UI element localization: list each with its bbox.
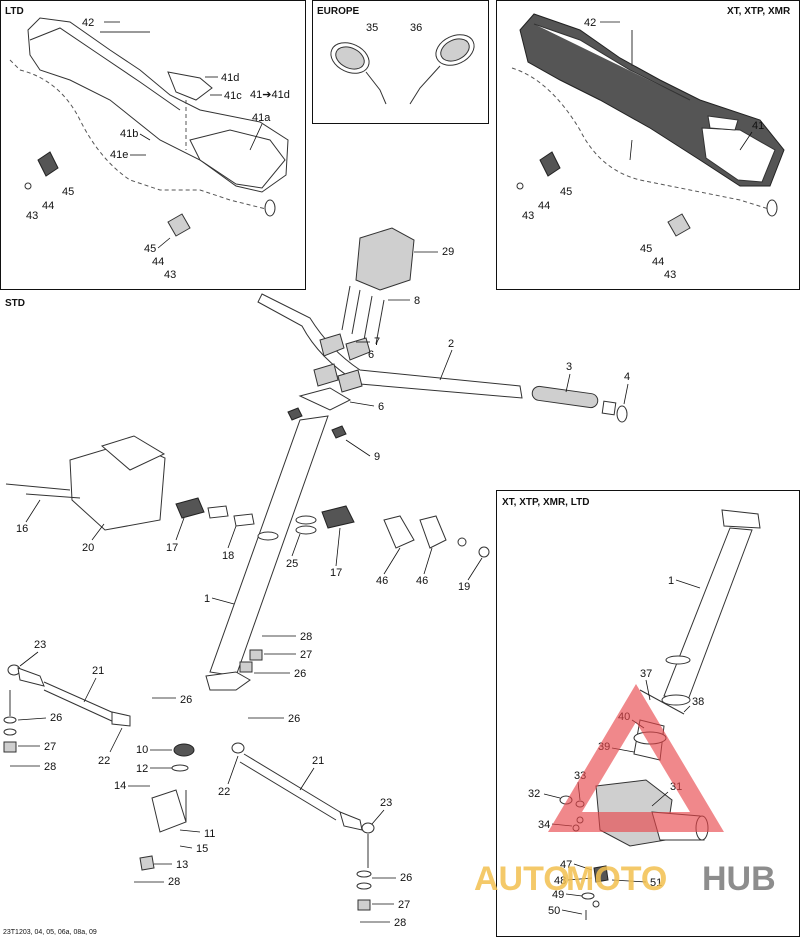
label-41e: 41e xyxy=(110,149,128,161)
xt-top-labels: 42 41 45 44 43 45 44 43 xyxy=(522,17,764,281)
label-27-c: 27 xyxy=(398,899,410,911)
label-28-d: 28 xyxy=(394,917,406,929)
label-15: 15 xyxy=(196,843,208,855)
label-49: 49 xyxy=(552,889,564,901)
label-50: 50 xyxy=(548,905,560,917)
label-23-b: 23 xyxy=(380,797,392,809)
label-7: 7 xyxy=(374,336,380,348)
label-17-a: 17 xyxy=(166,542,178,554)
label-34: 34 xyxy=(538,819,550,831)
label-41-to-41d: 41➔41d xyxy=(250,89,290,101)
panel-std-title: STD xyxy=(5,298,25,309)
label-1-std: 1 xyxy=(204,593,210,605)
watermark-text-hub: HUB xyxy=(702,860,776,898)
panel-xt-ltd-title: XT, XTP, XMR, LTD xyxy=(502,497,589,508)
label-3: 3 xyxy=(566,361,572,373)
label-45-ltd-a: 45 xyxy=(62,186,74,198)
label-14: 14 xyxy=(114,780,126,792)
label-28-a: 28 xyxy=(300,631,312,643)
label-27-a: 27 xyxy=(300,649,312,661)
watermark-logo: AUTO MOTO HUB xyxy=(474,684,776,898)
label-10: 10 xyxy=(136,744,148,756)
label-26-d: 26 xyxy=(288,713,300,725)
ltd-labels: 42 41d 41c 41➔41d 41a 41b 41e 45 44 43 4… xyxy=(26,17,290,281)
europe-mirrors: 35 36 xyxy=(330,22,475,105)
label-44-xt-b: 44 xyxy=(652,256,664,268)
label-2: 2 xyxy=(448,338,454,350)
label-42-xt: 42 xyxy=(584,17,596,29)
label-11: 11 xyxy=(204,828,215,840)
label-18: 18 xyxy=(222,550,234,562)
ltd-handguard-assembly xyxy=(9,17,289,237)
label-26-e: 26 xyxy=(400,872,412,884)
panel-europe-title: EUROPE xyxy=(317,6,360,17)
label-9: 9 xyxy=(374,451,380,463)
label-45-xt-b: 45 xyxy=(640,243,652,255)
label-26-b: 26 xyxy=(180,694,192,706)
label-36: 36 xyxy=(410,22,422,34)
watermark-text-auto: AUTO xyxy=(474,860,570,898)
panel-xt-top-title: XT, XTP, XMR xyxy=(727,6,791,17)
label-21-b: 21 xyxy=(312,755,324,767)
label-48: 48 xyxy=(554,875,566,887)
label-26-c: 26 xyxy=(50,712,62,724)
label-46-a: 46 xyxy=(376,575,388,587)
label-6-a: 6 xyxy=(368,349,374,361)
label-44-ltd-a: 44 xyxy=(42,200,54,212)
label-21-a: 21 xyxy=(92,665,104,677)
label-28-b: 28 xyxy=(44,761,56,773)
label-22-a: 22 xyxy=(98,755,110,767)
label-41-xt: 41 xyxy=(752,120,764,132)
label-35: 35 xyxy=(366,22,378,34)
label-4: 4 xyxy=(624,371,630,383)
panel-ltd-frame xyxy=(0,0,306,290)
label-13: 13 xyxy=(176,859,188,871)
panel-europe-frame xyxy=(312,0,489,124)
label-8: 8 xyxy=(414,295,420,307)
label-19: 19 xyxy=(458,581,470,593)
label-41d: 41d xyxy=(221,72,239,84)
label-12: 12 xyxy=(136,763,148,775)
label-41a: 41a xyxy=(252,112,271,124)
std-labels: 29 8 7 6 2 3 4 6 9 16 20 17 18 25 17 46 … xyxy=(10,246,630,929)
label-46-b: 46 xyxy=(416,575,428,587)
watermark-triangle-icon xyxy=(548,684,724,832)
label-16: 16 xyxy=(16,523,28,535)
label-47: 47 xyxy=(560,859,572,871)
label-28-c: 28 xyxy=(168,876,180,888)
xt-handguard-assembly xyxy=(511,13,785,237)
label-51: 51 xyxy=(650,877,662,889)
label-45-ltd-b: 45 xyxy=(144,243,156,255)
watermark-text-moto: MOTO xyxy=(566,860,667,898)
label-1-xt: 1 xyxy=(668,575,674,587)
label-6-b: 6 xyxy=(378,401,384,413)
label-44-ltd-b: 44 xyxy=(152,256,164,268)
label-25: 25 xyxy=(286,558,298,570)
label-43-xt-b: 43 xyxy=(664,269,676,281)
label-37: 37 xyxy=(640,668,652,680)
label-45-xt-a: 45 xyxy=(560,186,572,198)
label-23-a: 23 xyxy=(34,639,46,651)
xt-ltd-column-assembly xyxy=(559,509,761,920)
label-41b: 41b xyxy=(120,128,138,140)
label-38: 38 xyxy=(692,696,704,708)
drawing-reference: 23T1203, 04, 05, 06a, 08a, 09 xyxy=(3,929,97,936)
label-43-ltd-a: 43 xyxy=(26,210,38,222)
label-17-b: 17 xyxy=(330,567,342,579)
label-43-ltd-b: 43 xyxy=(164,269,176,281)
label-27-b: 27 xyxy=(44,741,56,753)
label-44-xt-a: 44 xyxy=(538,200,550,212)
std-assembly xyxy=(3,227,628,911)
label-32: 32 xyxy=(528,788,540,800)
panel-ltd-title: LTD xyxy=(5,6,24,17)
label-42-ltd: 42 xyxy=(82,17,94,29)
label-41c: 41c xyxy=(224,90,242,102)
label-29: 29 xyxy=(442,246,454,258)
label-22-b: 22 xyxy=(218,786,230,798)
label-26-a: 26 xyxy=(294,668,306,680)
label-20: 20 xyxy=(82,542,94,554)
label-43-xt-a: 43 xyxy=(522,210,534,222)
